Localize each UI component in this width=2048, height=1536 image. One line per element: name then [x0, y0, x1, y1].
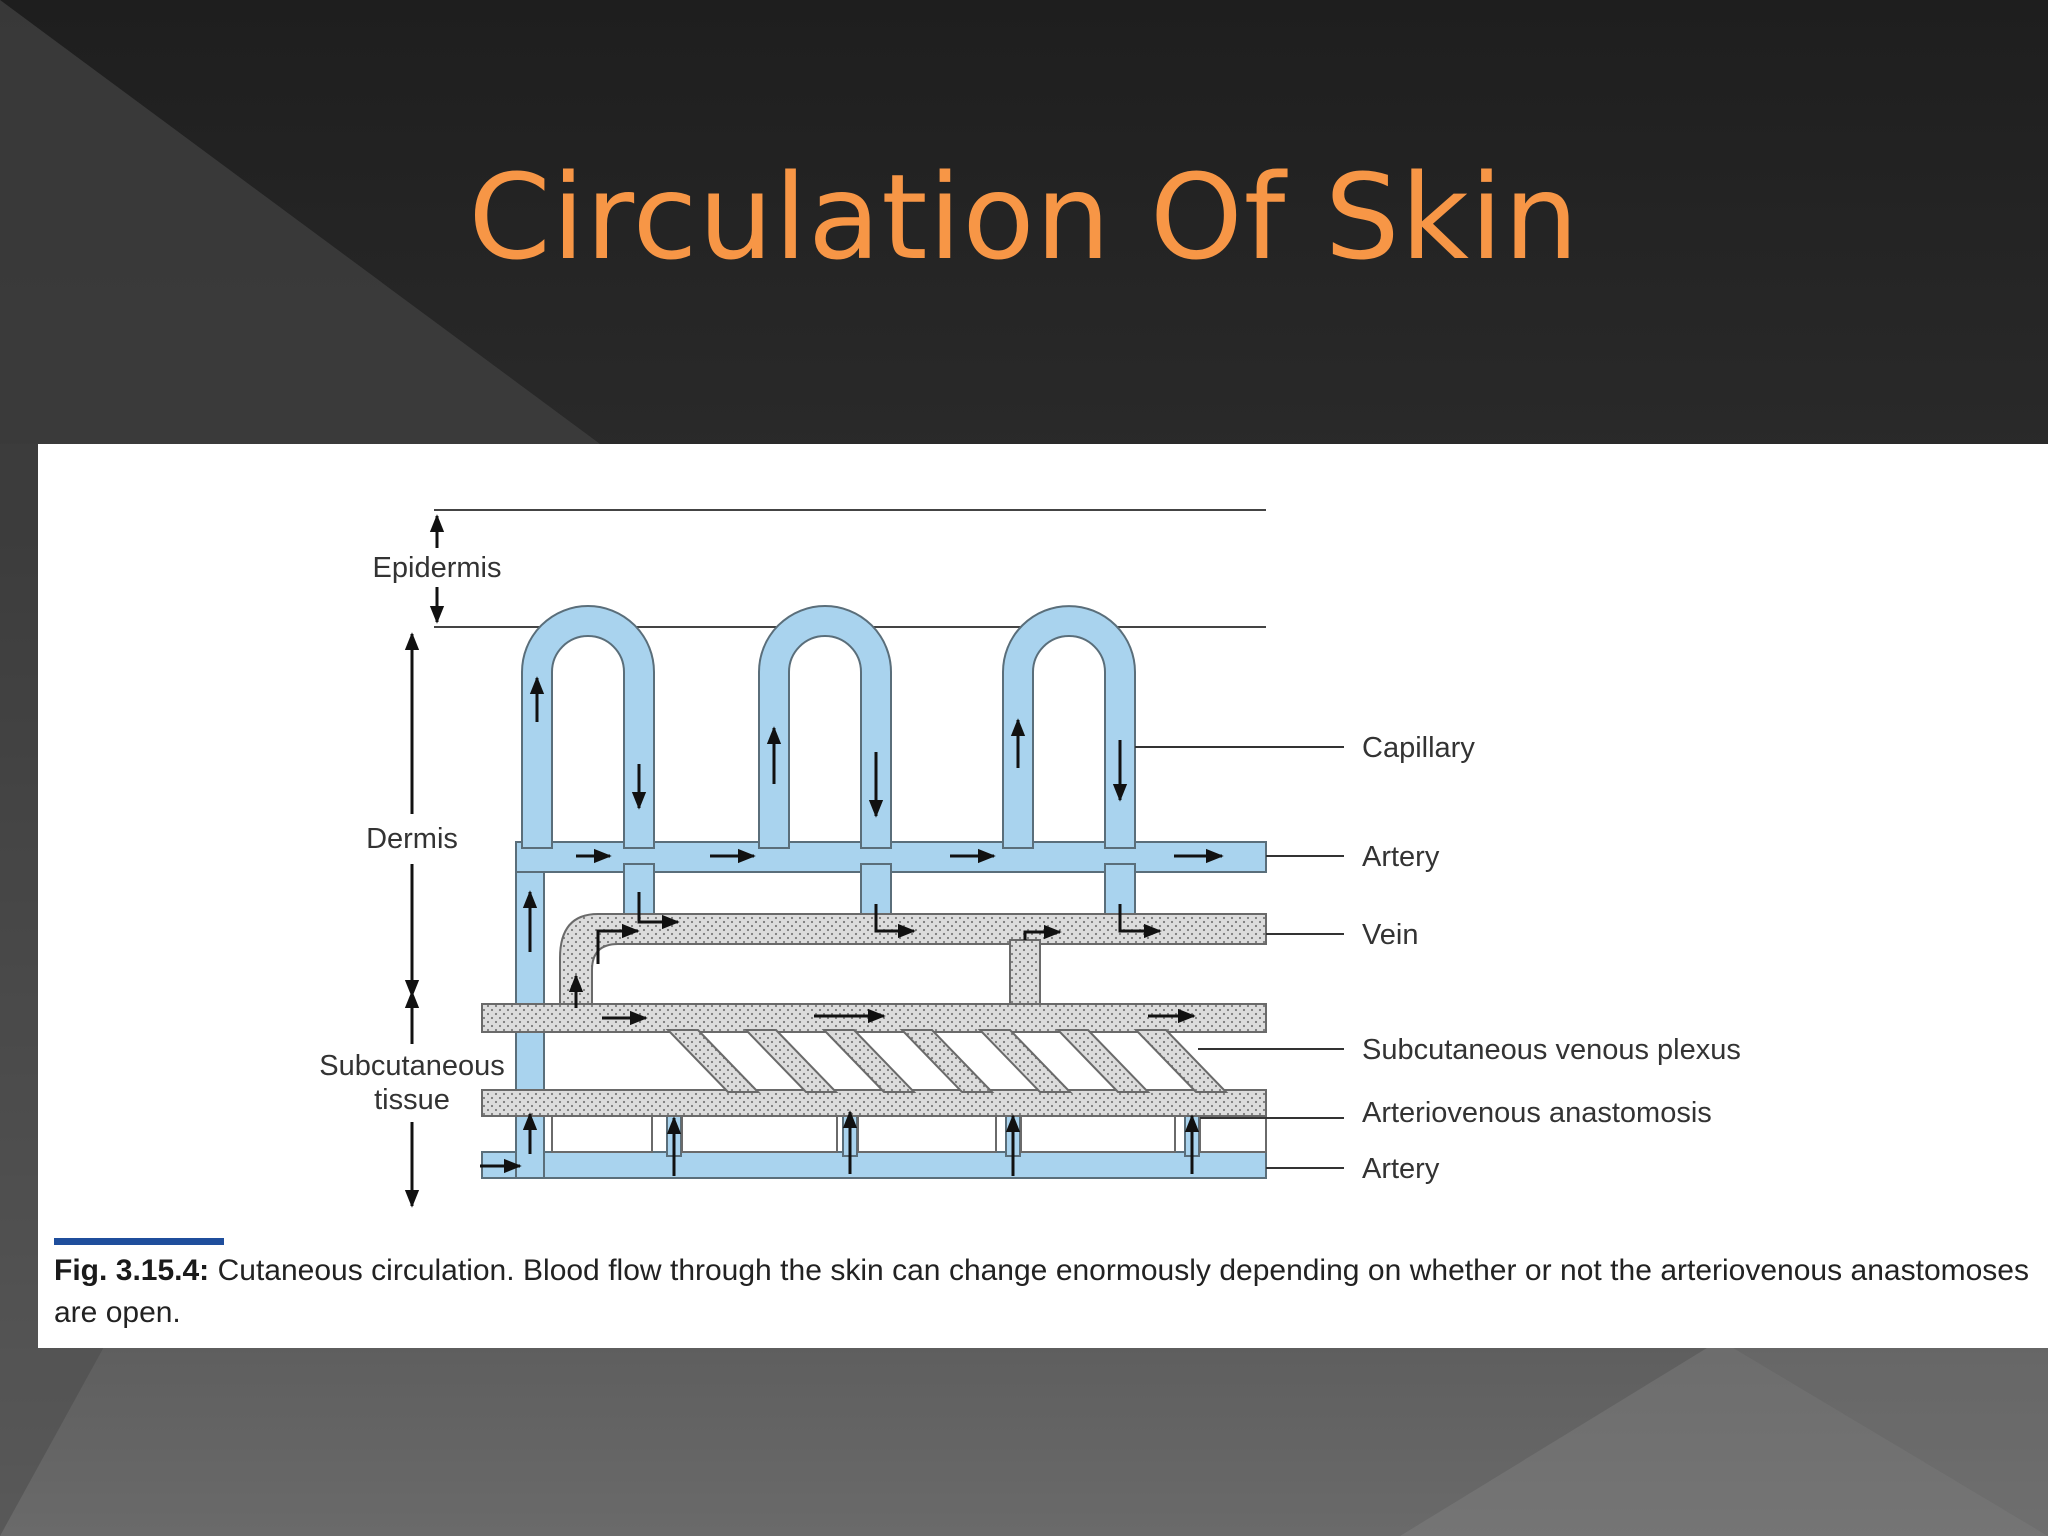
capillary-loop-1: [521, 605, 655, 849]
capillary-loop-2: [758, 605, 892, 849]
plexus-strut-7: [1133, 1029, 1229, 1093]
epidermis-label: Epidermis: [373, 552, 502, 584]
subcutaneous-venous-plexus-lower: [481, 1089, 1267, 1117]
flow-arrow: [596, 923, 640, 964]
flow-arrow: [1023, 924, 1062, 940]
plexus-strut-3: [821, 1029, 917, 1093]
vein-label: Vein: [1362, 919, 1418, 951]
slide-title: Circulation Of Skin: [468, 148, 1580, 286]
plexus-strut-6: [1055, 1029, 1151, 1093]
lower-artery: [481, 1151, 1267, 1179]
flow-arrow: [874, 904, 916, 939]
caption-text: Cutaneous circulation. Blood flow throug…: [54, 1254, 2029, 1329]
skin-circulation-diagram: Epidermis Dermis Subcutaneous tissue: [319, 509, 1741, 1208]
caption-accent-bar: [54, 1238, 224, 1245]
plexus-strut-4: [899, 1029, 995, 1093]
figure-caption: Fig. 3.15.4: Cutaneous circulation. Bloo…: [54, 1250, 2029, 1334]
artery-upper-label: Artery: [1362, 841, 1440, 873]
venous-plexus-label: Subcutaneous venous plexus: [1362, 1034, 1741, 1066]
flow-arrow: [637, 892, 680, 930]
callout-leaders: [1135, 746, 1344, 1169]
plexus-strut-2: [743, 1029, 839, 1093]
subcutaneous-label-line2: tissue: [374, 1084, 450, 1116]
dermal-vein: [559, 913, 1267, 1005]
anastomosis-gaps: [551, 1115, 1267, 1153]
artery-lower-label: Artery: [1362, 1153, 1440, 1185]
subcutaneous-label-line1: Subcutaneous: [319, 1050, 504, 1082]
flow-arrows: [480, 676, 1224, 1176]
capillary-loop-3: [1002, 605, 1136, 849]
vein-connector: [1009, 939, 1041, 1009]
av-anastomosis-label: Arteriovenous anastomosis: [1362, 1097, 1712, 1129]
venous-network: [481, 913, 1267, 1117]
capillary-label: Capillary: [1362, 732, 1475, 764]
dermis-label: Dermis: [366, 823, 458, 855]
plexus-strut-1: [665, 1029, 761, 1093]
caption-label: Fig. 3.15.4:: [54, 1254, 210, 1287]
plexus-strut-5: [977, 1029, 1073, 1093]
subcutaneous-venous-plexus-upper: [481, 1003, 1267, 1033]
figure-panel: Epidermis Dermis Subcutaneous tissue: [38, 444, 2048, 1348]
flow-arrow: [1118, 904, 1162, 939]
